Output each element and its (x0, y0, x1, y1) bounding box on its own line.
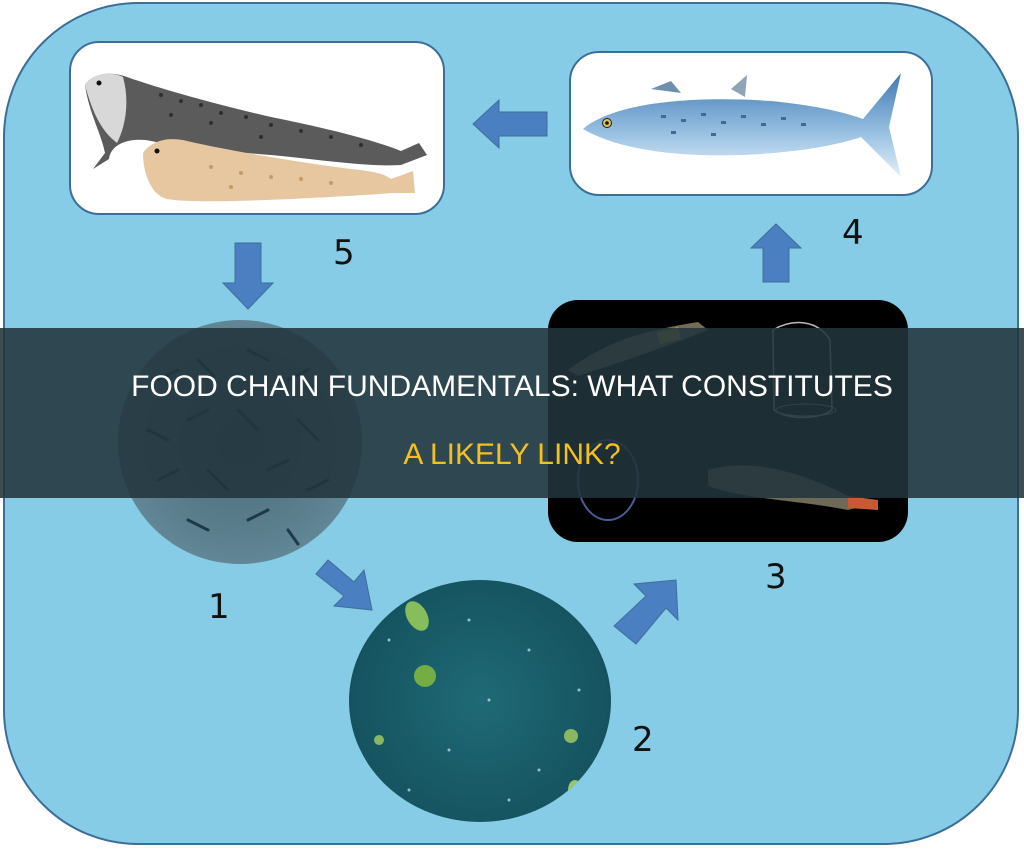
arrow-seal-to-bacteria-icon (221, 242, 275, 310)
stage-number-2: 2 (632, 720, 654, 760)
phytoplankton-microscope-circle (349, 580, 611, 822)
stage-number-5: 5 (333, 233, 355, 273)
stage-number-4: 4 (842, 213, 864, 253)
page-title-line-1: FOOD CHAIN FUNDAMENTALS: WHAT CONSTITUTE… (131, 370, 893, 403)
arrow-phytoplankton-to-zooplankton-icon (613, 579, 679, 645)
arrow-fish-to-seal-icon (472, 98, 548, 150)
seal-illustration-icon (85, 73, 427, 202)
fish-card (569, 51, 933, 196)
stage-number-3: 3 (765, 557, 787, 597)
mackerel-fish-illustration-icon (583, 73, 901, 177)
seal-card (69, 41, 445, 215)
page-title-line-2: A LIKELY LINK? (403, 438, 621, 471)
arrow-bacteria-to-phytoplankton-icon (315, 559, 373, 611)
phytoplankton-pattern-icon (374, 601, 582, 802)
arrow-zooplankton-to-fish-icon (749, 223, 803, 283)
stage-number-1: 1 (208, 587, 230, 627)
title-banner (0, 328, 1024, 498)
